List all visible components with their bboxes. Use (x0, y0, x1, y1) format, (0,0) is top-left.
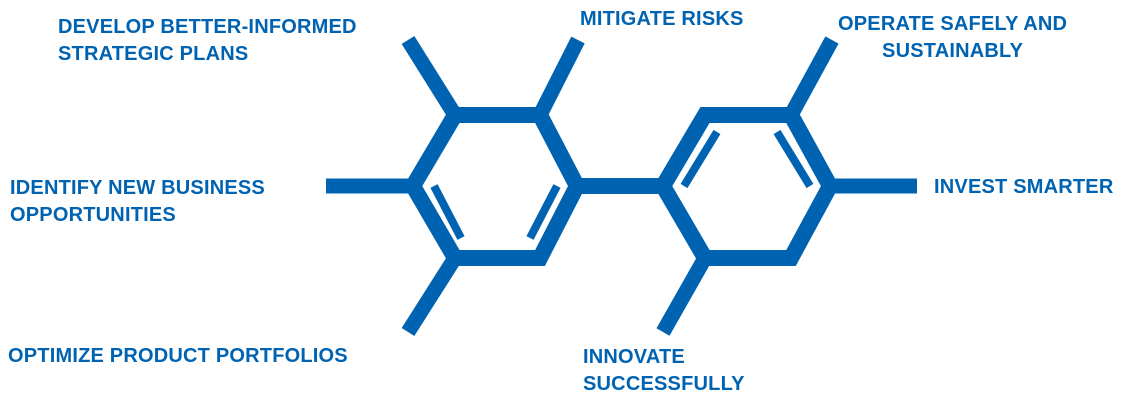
bond-operate (784, 36, 839, 119)
bond-optimize (401, 253, 462, 337)
label-line: IDENTIFY NEW BUSINESS (10, 177, 265, 199)
label-line: INNOVATE (583, 346, 685, 368)
bond-develop (401, 36, 462, 119)
bond-mitigate (533, 36, 585, 119)
label-identify-opportunities: IDENTIFY NEW BUSINESS OPPORTUNITIES (10, 175, 265, 229)
label-mitigate-risks: MITIGATE RISKS (580, 6, 744, 33)
label-line: DEVELOP BETTER-INFORMED (58, 16, 357, 38)
label-develop-strategic-plans: DEVELOP BETTER-INFORMED STRATEGIC PLANS (58, 14, 357, 68)
label-line: OPPORTUNITIES (10, 204, 176, 226)
molecule-structure (326, 36, 917, 337)
left-ring-double-bond-left (430, 184, 465, 240)
label-line: OPTIMIZE PRODUCT PORTFOLIOS (8, 345, 348, 367)
left-ring-double-bond-right (526, 184, 561, 240)
label-innovate-successfully: INNOVATE SUCCESSFULLY (583, 344, 745, 398)
label-line: SUCCESSFULLY (583, 373, 745, 395)
right-ring-double-bond-right (773, 129, 814, 189)
label-line: STRATEGIC PLANS (58, 43, 249, 65)
label-line: MITIGATE RISKS (580, 8, 744, 30)
label-line: INVEST SMARTER (934, 176, 1114, 198)
label-line: SUSTAINABLY (882, 40, 1024, 62)
label-optimize-portfolios: OPTIMIZE PRODUCT PORTFOLIOS (8, 343, 348, 370)
label-line: OPERATE SAFELY AND (838, 13, 1068, 35)
right-ring-double-bond-left (680, 129, 721, 189)
bond-innovate (656, 254, 712, 336)
label-operate-safely: OPERATE SAFELY AND SUSTAINABLY (838, 11, 1067, 65)
label-invest-smarter: INVEST SMARTER (934, 174, 1113, 201)
